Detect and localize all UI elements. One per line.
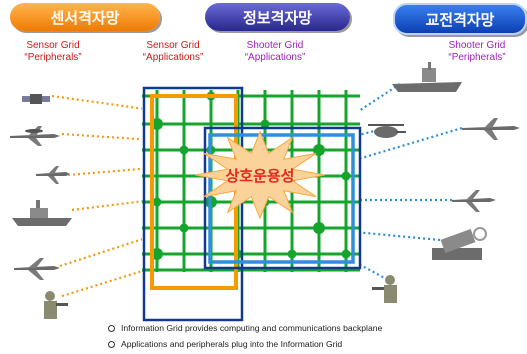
note-information-grid: Information Grid provides computing and … (108, 323, 382, 333)
grid-node (179, 145, 189, 155)
soldier-icon (372, 275, 397, 303)
grid-node (287, 249, 297, 259)
helicopter-icon (368, 124, 406, 138)
sensor-link-line (59, 234, 153, 268)
aircraft-carrier-icon (392, 62, 462, 92)
sensor-link-line (61, 132, 153, 142)
information-grid-title: 정보격자망 (205, 3, 350, 31)
note-plug-in: Applications and peripherals plug into t… (108, 339, 342, 349)
engagement-grid-title: 교전격자망 (393, 3, 527, 35)
sensor-link-line (71, 198, 153, 212)
grid-node (313, 222, 325, 234)
shooter-link-line (329, 83, 401, 131)
fighter-jet-icon (452, 190, 496, 212)
jet-aircraft-icon (462, 118, 520, 140)
grid-node (260, 119, 270, 129)
caption-sensor-applications: Sensor Grid“Applications” (142, 40, 204, 63)
fighter-jet-icon (14, 258, 60, 280)
grid-node (341, 249, 351, 259)
sensor-frame-outer (142, 86, 244, 322)
shooter-application-box (208, 133, 355, 264)
recon-aircraft-icon (36, 166, 70, 184)
bullet-icon (108, 341, 115, 349)
shooter-link-line (354, 230, 441, 242)
grid-node (179, 223, 189, 233)
sensor-grid-title: 센서격자망 (10, 3, 160, 31)
caption-shooter-peripherals: Shooter Grid“Peripherals” (448, 40, 506, 63)
shooter-frame-outer (203, 126, 362, 270)
sensor-link-lines (51, 94, 153, 298)
grid-node (152, 197, 162, 207)
sensor-link-line (61, 266, 153, 298)
bullet-icon (108, 325, 115, 333)
caption-sensor-peripherals: Sensor Grid“Peripherals” (24, 40, 82, 63)
missile-launcher-icon (432, 227, 487, 260)
sensor-link-line (67, 166, 153, 177)
warship-icon (12, 200, 72, 226)
interoperability-burst (195, 130, 325, 220)
grid-node (341, 171, 351, 181)
soldier-icon (44, 291, 68, 319)
shooter-link-line (354, 126, 463, 162)
sensor-link-line (51, 94, 153, 112)
satellite-icon (22, 94, 50, 104)
caption-shooter-applications: Shooter Grid“Applications” (244, 40, 306, 63)
shooter-link-line (339, 128, 379, 142)
awacs-aircraft-icon (10, 126, 60, 146)
interoperability-label: 상호운용성 (225, 167, 295, 185)
